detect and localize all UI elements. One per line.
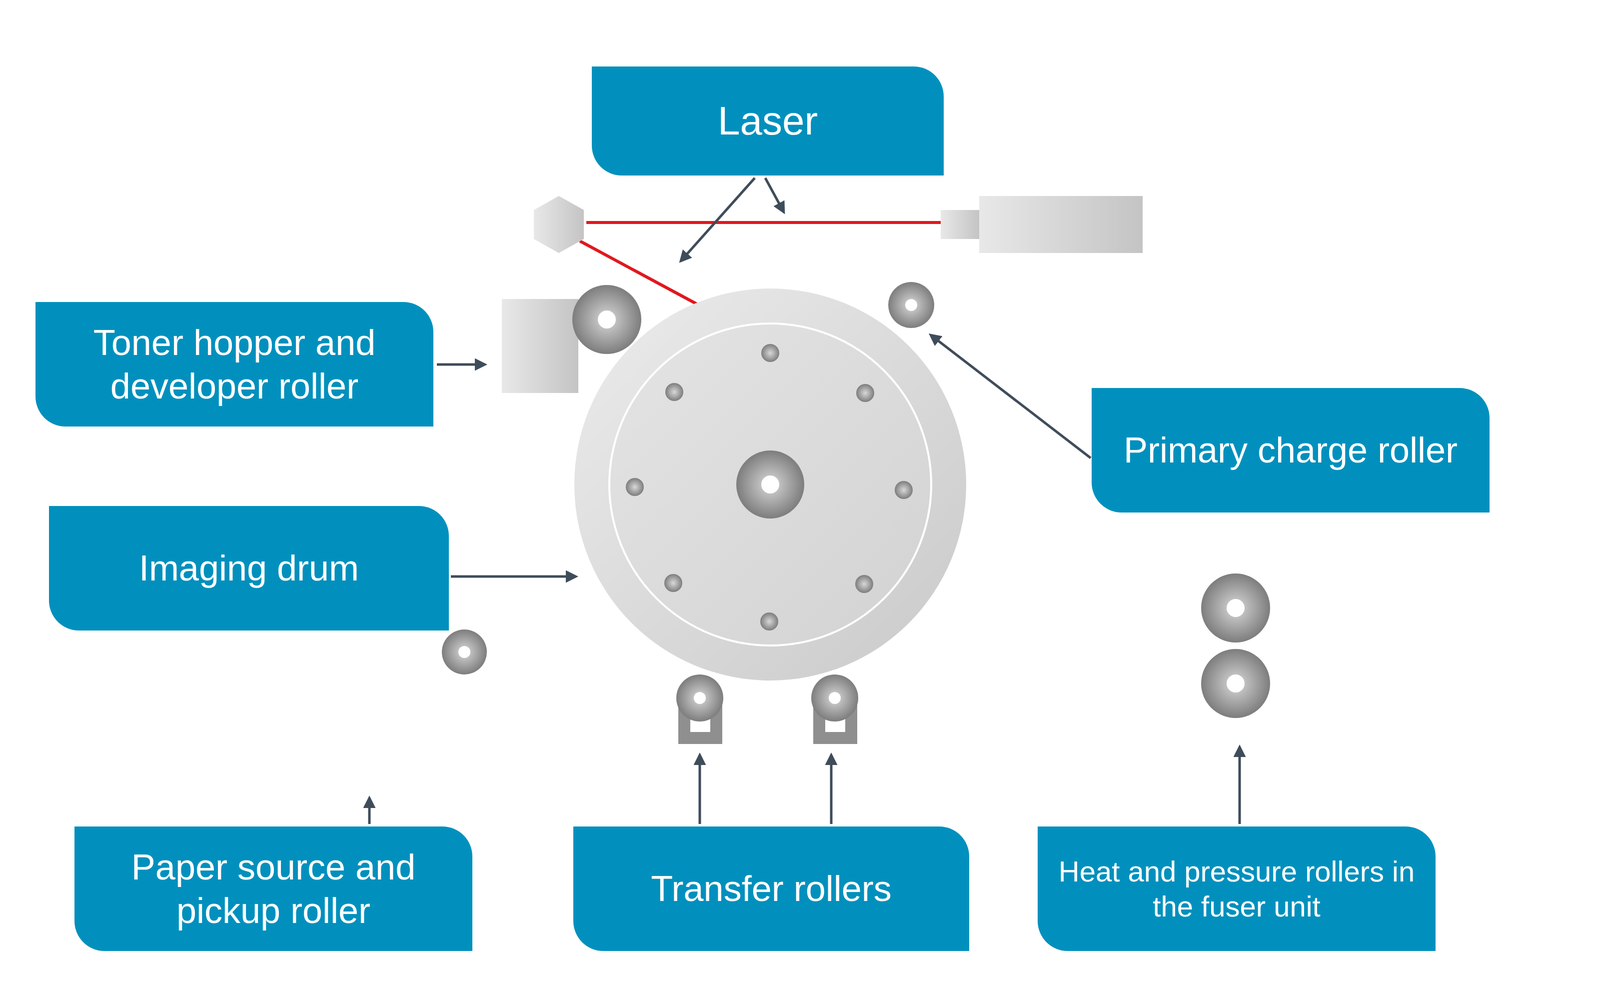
imaging-drum bbox=[574, 288, 967, 681]
callout-box: Paper source and pickup roller bbox=[74, 826, 473, 951]
roller-hole bbox=[597, 310, 616, 329]
transfer-roller bbox=[676, 674, 724, 722]
callout-label: Heat and pressure rollers in the fuser u… bbox=[1057, 853, 1416, 924]
callout-box: Transfer rollers bbox=[573, 826, 970, 951]
roller-hole bbox=[458, 645, 471, 658]
callout-box: Toner hopper and developer roller bbox=[35, 301, 434, 427]
roller-hole bbox=[693, 691, 706, 704]
callout-box: Laser bbox=[591, 66, 944, 176]
laser-emitter bbox=[940, 209, 980, 239]
primary-charge-roller bbox=[888, 281, 935, 328]
pickup-roller bbox=[441, 629, 487, 675]
developer-roller bbox=[572, 284, 642, 354]
drum-hole bbox=[761, 475, 780, 494]
drum-bolts bbox=[625, 343, 913, 631]
callout-label: Laser bbox=[717, 96, 818, 145]
callout-label: Toner hopper and developer roller bbox=[55, 320, 414, 408]
drum-face bbox=[609, 323, 932, 646]
callout-label: Transfer rollers bbox=[650, 866, 892, 910]
callout-label: Paper source and pickup roller bbox=[94, 845, 453, 932]
paper-stack bbox=[282, 692, 522, 786]
heat-roller bbox=[1201, 573, 1271, 643]
drum-hub bbox=[736, 450, 805, 519]
paper-sheet bbox=[413, 673, 653, 677]
callout-label: Primary charge roller bbox=[1123, 428, 1458, 472]
callout-box: Primary charge roller bbox=[1091, 387, 1490, 513]
roller-hole bbox=[1226, 598, 1245, 617]
pressure-roller bbox=[1201, 648, 1271, 718]
toner-hopper bbox=[501, 298, 579, 393]
callout-box: Imaging drum bbox=[48, 505, 449, 631]
polygon-mirror bbox=[533, 195, 584, 253]
callout-box: Heat and pressure rollers in the fuser u… bbox=[1037, 826, 1436, 951]
laser-unit bbox=[979, 195, 1143, 253]
roller-hole bbox=[905, 298, 918, 311]
transfer-roller bbox=[811, 674, 859, 722]
laser-beam bbox=[586, 220, 941, 224]
callout-label: Imaging drum bbox=[138, 546, 359, 590]
roller-hole bbox=[1226, 674, 1245, 693]
roller-hole bbox=[828, 691, 841, 704]
